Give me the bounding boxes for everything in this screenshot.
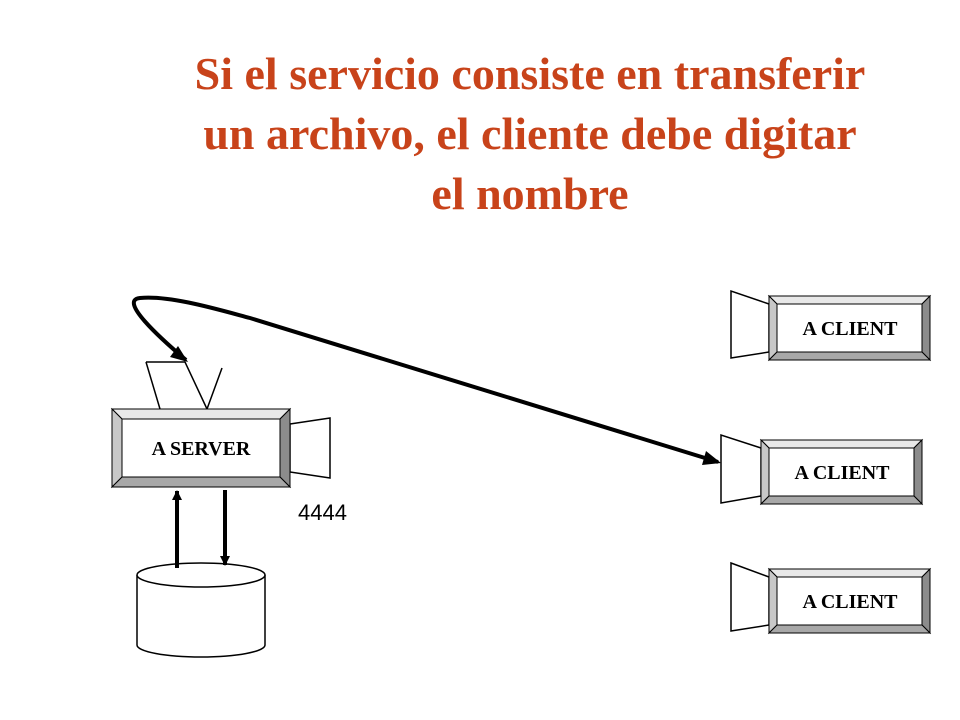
title-line-3: el nombre	[431, 168, 629, 219]
slide-title: Si el servicio consiste en transferir un…	[100, 44, 960, 224]
database-cylinder	[136, 562, 266, 658]
client-1-box	[767, 294, 932, 362]
client-3-lens	[730, 561, 770, 632]
server-box	[110, 407, 292, 489]
client-2-box	[759, 438, 924, 506]
client-2-label: A CLIENT	[794, 462, 890, 484]
title-line-2: un archivo, el cliente debe digitar	[203, 108, 857, 159]
client-3-label: A CLIENT	[802, 591, 898, 613]
client-1-label: A CLIENT	[802, 318, 898, 340]
client-arrowhead	[702, 451, 721, 465]
server-client-connection-arrow	[131, 295, 719, 464]
client-2-lens	[720, 433, 762, 504]
client-node-1: A CLIENT	[730, 289, 932, 362]
server-node: A SERVER 4444	[110, 361, 347, 525]
server-port-label: 4444	[298, 500, 347, 525]
client-3-box	[767, 567, 932, 635]
client-node-2: A CLIENT	[720, 433, 924, 506]
server-top-lens-left	[145, 361, 161, 410]
title-line-1: Si el servicio consiste en transferir	[194, 48, 866, 99]
client-1-lens	[730, 289, 770, 359]
client-node-3: A CLIENT	[730, 561, 932, 635]
server-arrowhead	[170, 346, 188, 362]
server-top-lens	[146, 361, 223, 411]
server-label: A SERVER	[152, 438, 251, 460]
server-side-lens	[289, 417, 331, 479]
